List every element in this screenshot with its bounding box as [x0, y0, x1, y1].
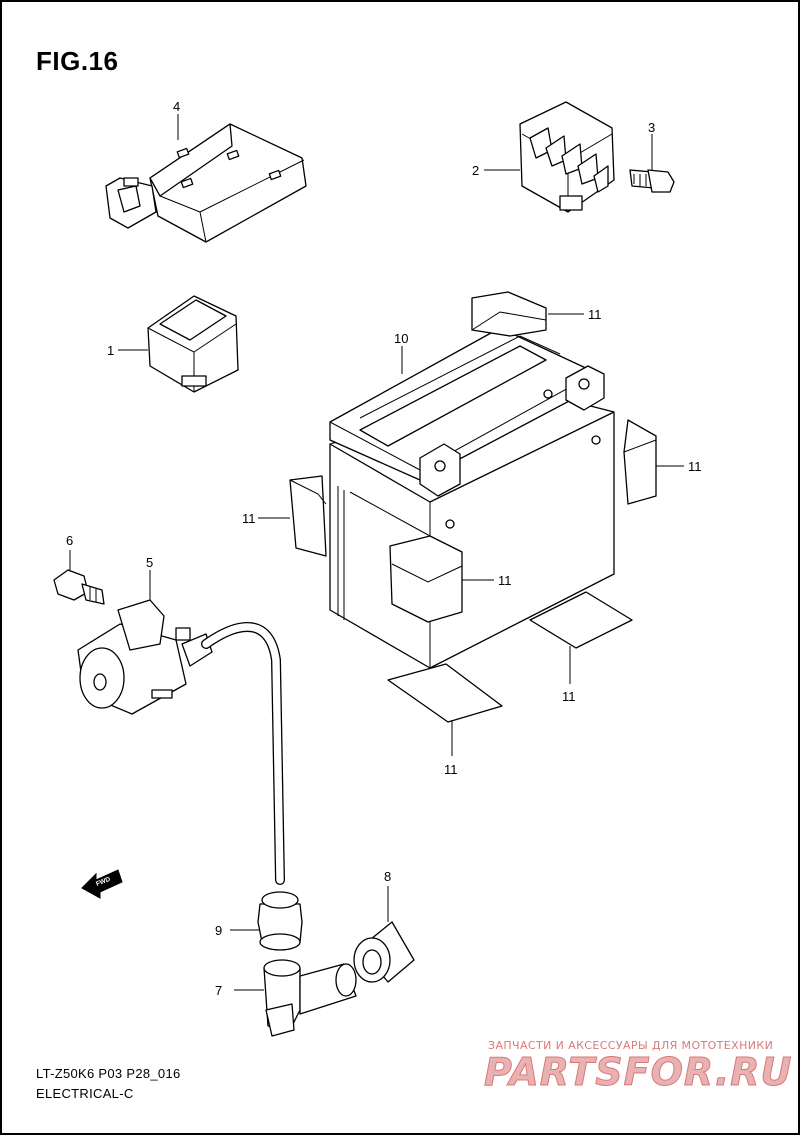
callout-11-bottom: 11	[444, 762, 458, 777]
high-tension-cord	[201, 621, 285, 885]
part-6-bolt[interactable]	[53, 569, 105, 605]
section-label: ELECTRICAL-C	[36, 1086, 134, 1101]
callout-11-right: 11	[688, 459, 702, 474]
callout-11-bottom-right: 11	[562, 689, 576, 704]
watermark-tagline: ЗАПЧАСТИ И АКСЕССУАРЫ ДЛЯ МОТОТЕХНИКИ	[488, 1039, 774, 1052]
callout-11-front: 11	[498, 573, 512, 588]
callout-7: 7	[215, 983, 222, 998]
part-5-ignition-coil[interactable]	[77, 599, 213, 715]
callout-4: 4	[173, 99, 180, 114]
callout-2: 2	[472, 163, 479, 178]
callout-3: 3	[648, 120, 655, 135]
part-3-bolt[interactable]	[629, 169, 675, 193]
callout-6: 6	[66, 533, 73, 548]
callout-5: 5	[146, 555, 153, 570]
part-2-regulator[interactable]	[519, 101, 615, 213]
callout-9: 9	[215, 923, 222, 938]
watermark-logo: PARTSFOR.RU	[483, 1050, 793, 1095]
part-4-cdi-unit[interactable]	[105, 123, 307, 243]
part-8-cap[interactable]	[353, 921, 415, 983]
callout-10: 10	[394, 331, 408, 346]
callout-8: 8	[384, 869, 391, 884]
part-1-relay[interactable]	[147, 295, 239, 393]
fwd-arrow-icon: FWD	[81, 869, 123, 899]
figure-title: FIG.16	[36, 46, 119, 76]
part-11-pads[interactable]	[289, 291, 657, 723]
callout-1: 1	[107, 343, 114, 358]
callout-11-top: 11	[588, 307, 602, 322]
callout-11-left: 11	[242, 511, 256, 526]
part-9-grommet[interactable]	[257, 891, 303, 951]
part-7-plug-cap[interactable]	[263, 959, 357, 1037]
model-code: LT-Z50K6 P03 P28_016	[36, 1066, 181, 1081]
